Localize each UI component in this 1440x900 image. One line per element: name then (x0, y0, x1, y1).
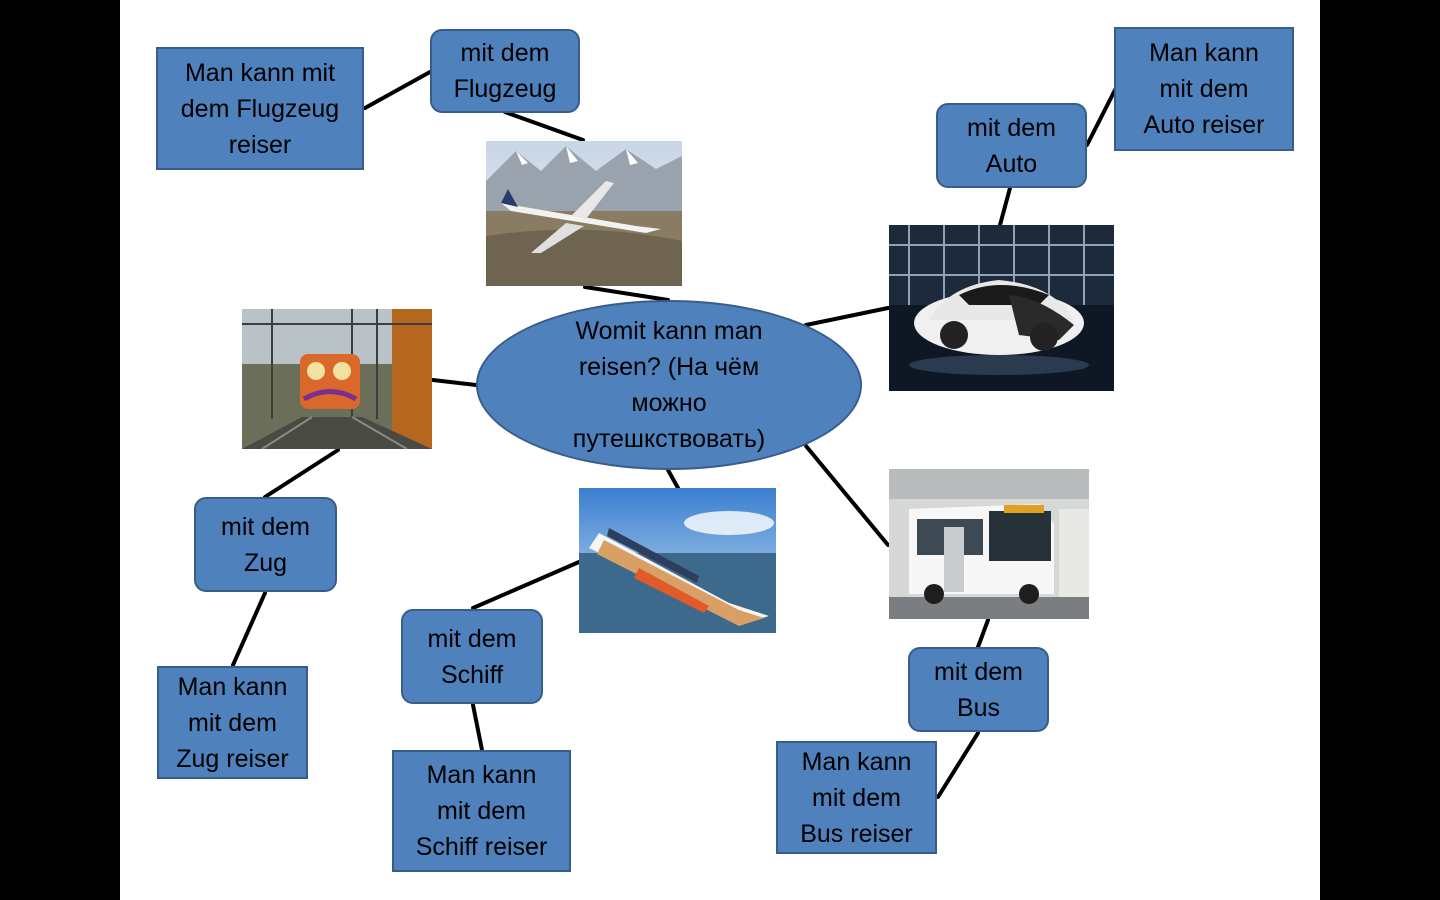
label-auto: mit dem Auto (936, 103, 1087, 188)
connector (263, 448, 340, 499)
connector (471, 703, 484, 752)
car-image (889, 225, 1114, 391)
ship-image (579, 488, 776, 633)
label-bus: mit dem Bus (908, 647, 1049, 732)
connector (666, 468, 680, 490)
connector (503, 110, 585, 142)
connector (1085, 88, 1117, 147)
connector (583, 285, 670, 302)
sentence-zug: Man kann mit dem Zug reiser (157, 666, 308, 779)
connector (804, 444, 890, 547)
connector (936, 731, 980, 799)
connector (363, 70, 432, 110)
bus-image (889, 469, 1089, 619)
sentence-auto: Man kann mit dem Auto reiser (1114, 27, 1294, 151)
sentence-bus: Man kann mit dem Bus reiser (776, 741, 937, 854)
connector (804, 306, 890, 327)
central-question: Womit kann man reisen? (На чём можно пут… (476, 300, 862, 470)
label-schiff: mit dem Schiff (401, 609, 543, 704)
sentence-flugzeug: Man kann mit dem Flugzeug reiser (156, 47, 364, 170)
train-image (242, 309, 432, 449)
label-flugzeug: mit dem Flugzeug (430, 29, 580, 113)
connector (998, 186, 1012, 227)
connector (471, 560, 581, 610)
connector (231, 591, 267, 667)
sentence-schiff: Man kann mit dem Schiff reiser (392, 750, 571, 872)
airplane-image (486, 141, 682, 286)
connector (431, 378, 478, 387)
connector (976, 618, 990, 649)
label-zug: mit dem Zug (194, 497, 337, 592)
